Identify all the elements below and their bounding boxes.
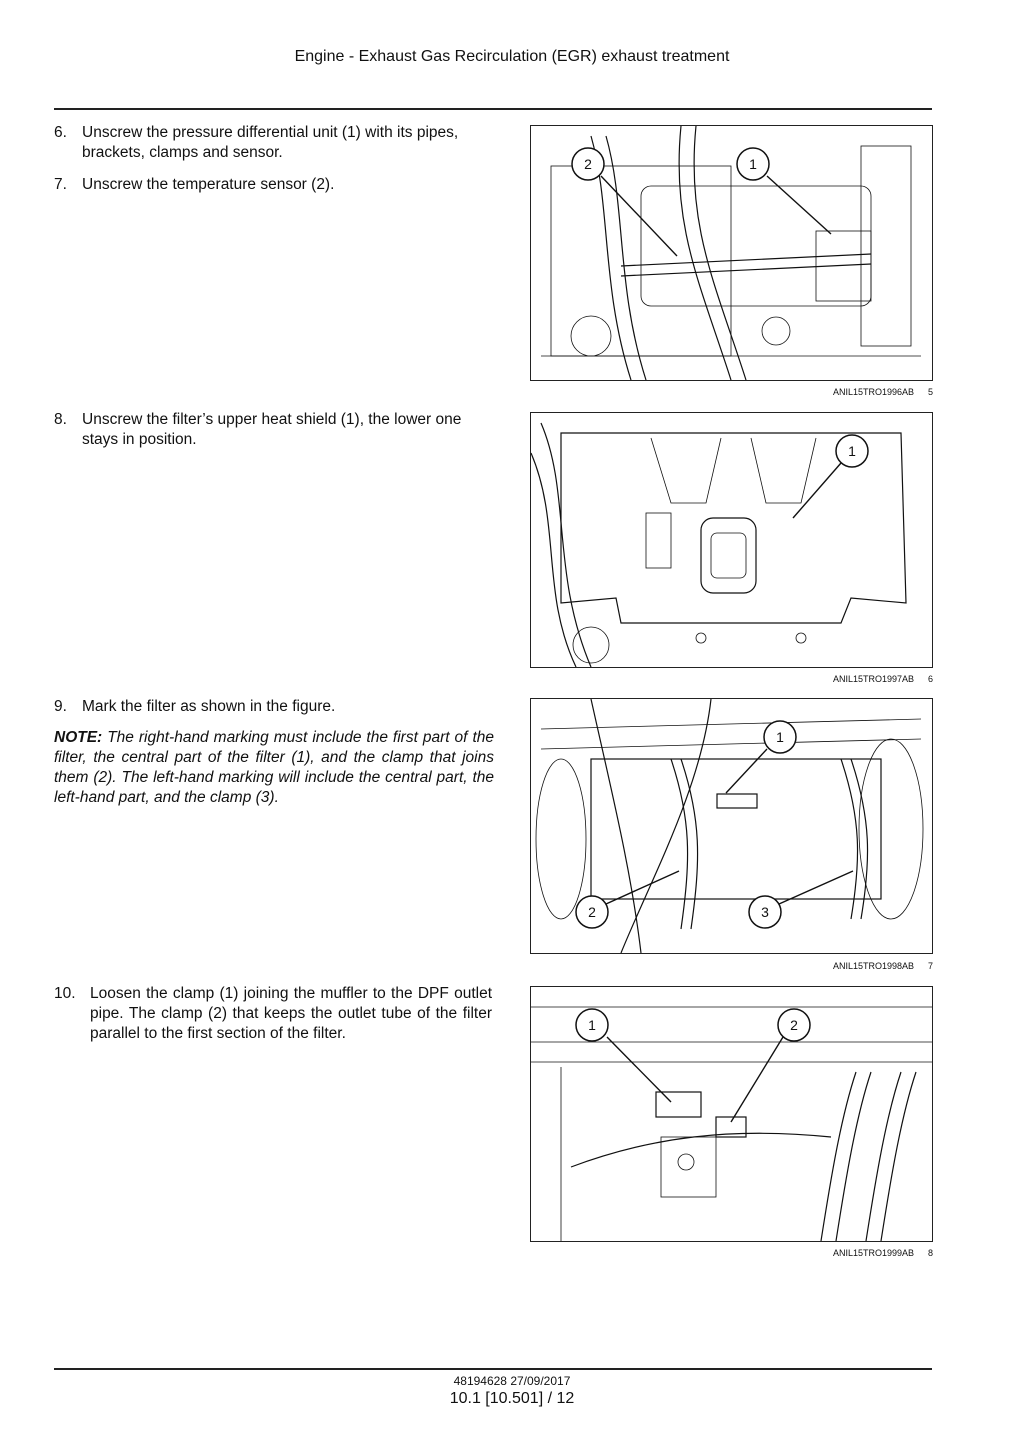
svg-text:1: 1 (588, 1017, 596, 1033)
step-8: 8. Unscrew the filter’s upper heat shield… (54, 410, 494, 450)
step-number: 8. (54, 411, 67, 428)
figure-code: ANIL15TRO1998AB (832, 961, 914, 971)
svg-text:2: 2 (790, 1017, 798, 1033)
figure-code: ANIL15TRO1996AB (832, 387, 914, 397)
step-text: Mark the filter as shown in the figure. (82, 698, 336, 715)
note-label: NOTE: (54, 729, 103, 746)
figure-code: ANIL15TRO1999AB (832, 1248, 914, 1258)
step-number: 9. (54, 698, 67, 715)
note-block: NOTE: The right-hand marking must includ… (54, 728, 494, 808)
svg-text:2: 2 (584, 156, 592, 172)
figure-8-caption: ANIL15TRO1999AB 8 (530, 1248, 933, 1258)
figure-8-image: 1 2 (530, 986, 933, 1242)
step-number: 6. (54, 124, 67, 141)
header-divider (54, 108, 932, 110)
step-number: 7. (54, 176, 67, 193)
figure-5-image: 2 1 (530, 125, 933, 381)
note-text: The right-hand marking must include the … (54, 729, 495, 806)
step-6: 6. Unscrew the pressure differential unit… (54, 123, 494, 163)
callout-1: 1 (792, 434, 869, 519)
callout-2: 2 (575, 870, 680, 929)
step-text: Loosen the clamp (1) joining the muffler… (90, 985, 492, 1042)
svg-text:3: 3 (761, 904, 769, 920)
figure-number: 8 (927, 1248, 933, 1258)
step-text: Unscrew the pressure differential unit (… (82, 124, 459, 161)
callout-2: 2 (730, 1008, 811, 1123)
step-9: 9. Mark the filter as shown in the figure… (54, 697, 494, 717)
figure-7-image: 1 2 3 (530, 698, 933, 954)
figure-number: 5 (927, 387, 933, 397)
figure-number: 7 (927, 961, 933, 971)
footer-doc-date: 48194628 27/09/2017 (453, 1374, 571, 1388)
step-7: 7. Unscrew the temperature sensor (2). (54, 175, 494, 195)
callout-1: 1 (736, 147, 832, 235)
figure-number: 6 (927, 674, 933, 684)
filter-marking-illustration: 1 2 3 (535, 699, 924, 953)
callout-1: 1 (575, 1008, 672, 1103)
callout-1: 1 (725, 720, 797, 794)
heat-shield-illustration: 1 (531, 422, 907, 667)
figure-6-image: 1 (530, 412, 933, 668)
engine-top-illustration: 2 1 (541, 126, 921, 380)
svg-text:1: 1 (848, 443, 856, 459)
page-header-title: Engine - Exhaust Gas Recirculation (EGR)… (294, 48, 730, 65)
callout-3: 3 (748, 870, 854, 929)
svg-text:1: 1 (749, 156, 757, 172)
svg-text:1: 1 (776, 729, 784, 745)
footer-page-number: 10.1 [10.501] / 12 (449, 1390, 575, 1407)
step-10: 10. Loosen the clamp (1) joining the muff… (54, 984, 494, 1044)
svg-text:2: 2 (588, 904, 596, 920)
figure-6-caption: ANIL15TRO1997AB 6 (530, 674, 933, 684)
figure-5-caption: ANIL15TRO1996AB 5 (530, 387, 933, 397)
callout-2: 2 (571, 147, 678, 257)
outlet-clamp-illustration: 1 2 (531, 1006, 932, 1241)
figure-7-caption: ANIL15TRO1998AB 7 (530, 961, 933, 971)
figure-code: ANIL15TRO1997AB (832, 674, 914, 684)
step-text: Unscrew the temperature sensor (2). (82, 176, 335, 193)
step-number: 10. (54, 985, 76, 1002)
footer-divider (54, 1368, 932, 1370)
step-text: Unscrew the filter’s upper heat shield (… (82, 411, 462, 448)
